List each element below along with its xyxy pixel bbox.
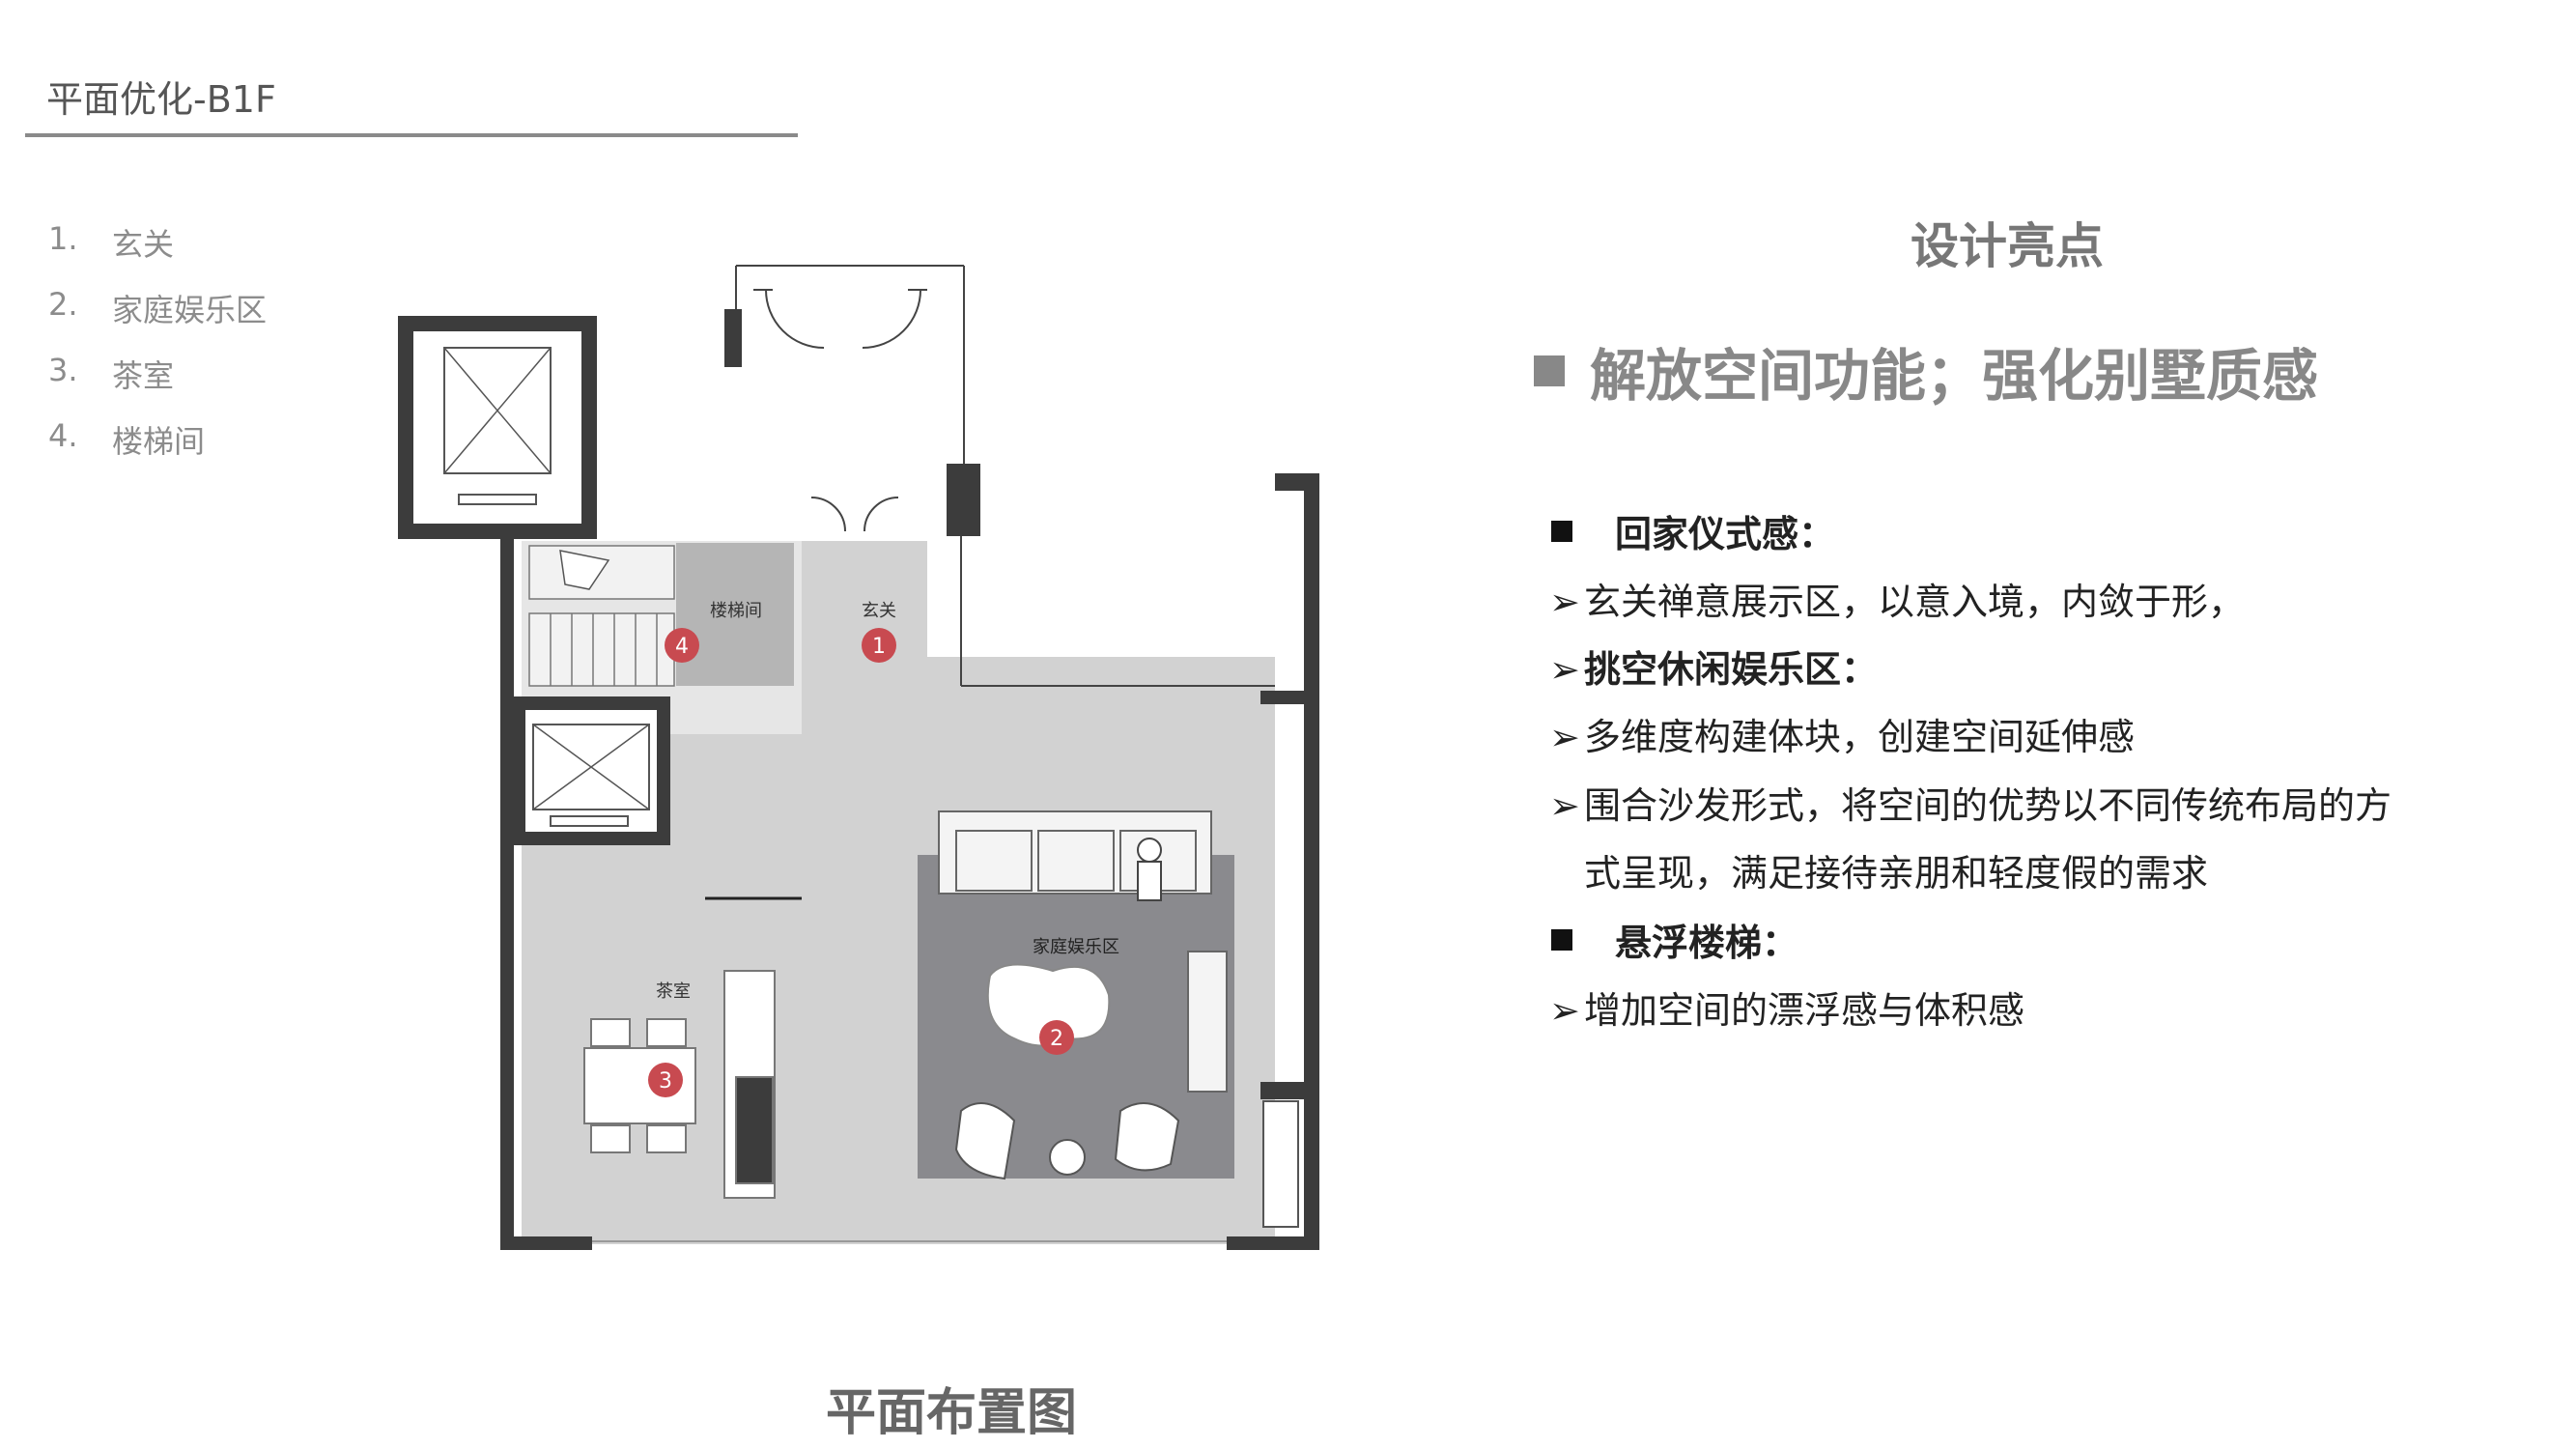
elevator-upper [398, 316, 597, 539]
marker-4: 4 [665, 628, 699, 663]
highlight-bullet: ➢挑空休闲娱乐区： [1549, 648, 1879, 691]
square-bullet-icon [1534, 355, 1565, 386]
label-stair-room: 楼梯间 [710, 601, 762, 621]
arrow-bullet-icon: ➢ [1549, 784, 1580, 827]
arrow-bullet-icon: ➢ [1549, 581, 1580, 623]
label-family-area: 家庭娱乐区 [1033, 937, 1119, 957]
highlight-heading: 回家仪式感： [1545, 504, 1835, 557]
square-bullet-icon [1551, 928, 1572, 951]
label-entry: 玄关 [862, 601, 896, 621]
arrow-bullet-icon: ➢ [1549, 716, 1580, 758]
armchairs [954, 1102, 1180, 1180]
stair-room [676, 543, 794, 686]
svg-text:4: 4 [675, 635, 689, 659]
arrow-bullet-icon: ➢ [1549, 648, 1580, 691]
legend-item: 4.楼梯间 [48, 417, 206, 460]
svg-text:3: 3 [659, 1069, 672, 1094]
square-bullet-icon [1551, 520, 1572, 542]
title-divider [25, 133, 798, 137]
marker-2: 2 [1039, 1020, 1074, 1055]
legend-item: 1.玄关 [48, 220, 175, 263]
room-legend: 1.玄关 2.家庭娱乐区 3.茶室 4.楼梯间 [48, 220, 267, 483]
figure [1137, 838, 1162, 901]
tea-table [583, 970, 776, 1199]
svg-text:1: 1 [872, 635, 886, 659]
highlight-heading: 悬浮楼梯： [1545, 913, 1798, 966]
highlight-bullet: ➢多维度构建体块，创建空间延伸感 [1549, 716, 2136, 758]
marker-3: 3 [648, 1063, 683, 1097]
svg-text:2: 2 [1050, 1027, 1063, 1051]
stairs [528, 545, 675, 687]
page-title: 平面优化-B1F [46, 78, 276, 121]
arrow-bullet-icon: ➢ [1549, 989, 1580, 1032]
floor-plan: 楼梯间 玄关 家庭娱乐区 茶室 1 2 3 4 [398, 265, 1319, 1250]
legend-item: 2.家庭娱乐区 [48, 286, 268, 328]
coffee-table [986, 963, 1111, 1047]
highlights-title: 设计亮点 [1911, 218, 2104, 274]
highlight-bullet: ➢玄关禅意展示区，以意入境，内敛于形， [1549, 581, 2246, 623]
highlight-bullet: ➢围合沙发形式，将空间的优势以不同传统布局的方 [1549, 784, 2392, 827]
main-point: 解放空间功能；强化别墅质感 [1534, 330, 2318, 412]
elevator-lower [512, 696, 670, 845]
plan-caption: 平面布置图 [826, 1384, 1078, 1442]
walls [500, 309, 1319, 1250]
highlight-bullet: ➢增加空间的漂浮感与体积感 [1549, 989, 2025, 1032]
legend-item: 3.茶室 [48, 352, 175, 394]
label-tea-room: 茶室 [656, 981, 691, 1002]
marker-1: 1 [862, 628, 896, 663]
highlight-continuation: 式呈现，满足接待亲朋和轻度假的需求 [1584, 852, 2209, 895]
